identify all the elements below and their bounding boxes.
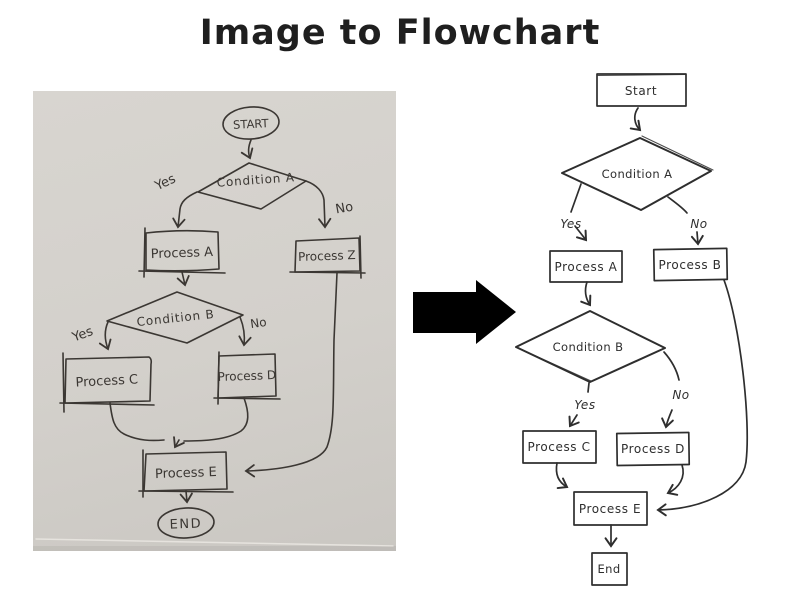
photo-end-label: END	[169, 516, 202, 532]
photo-edge-yes-to-process-a	[172, 191, 198, 229]
page-title: Image to Flowchart	[199, 13, 601, 53]
chart-process-d-label: Process D	[621, 442, 685, 456]
chart-edge-yes-stub-2	[587, 382, 590, 393]
chart-process-c-label: Process C	[527, 440, 590, 454]
hand-drawn-flowchart: START Condition A Yes No Process A Proce…	[33, 106, 396, 551]
chart-end-node	[591, 552, 628, 586]
chart-edge-yes-arrow-2	[568, 414, 580, 428]
source-photo: START Condition A Yes No Process A Proce…	[33, 91, 396, 551]
photo-edge-start-to-condition-a	[240, 139, 254, 160]
photo-condition-a-label: Condition A	[216, 170, 295, 189]
chart-process-b-label: Process B	[659, 258, 722, 272]
photo-process-c-sketch-stroke	[59, 402, 155, 406]
photo-yes-label-2: Yes	[69, 324, 95, 346]
chart-process-b-node	[652, 247, 729, 282]
photo-start-node	[222, 106, 280, 140]
chart-process-d-node	[615, 431, 691, 467]
paper-edge	[35, 538, 394, 547]
photo-process-a-label: Process A	[150, 245, 213, 262]
photo-process-z-label: Process Z	[298, 248, 356, 264]
photo-edge-process-a-to-condition-b	[176, 271, 190, 287]
chart-process-c-node	[522, 430, 597, 464]
photo-start-label: START	[233, 116, 270, 132]
photo-process-e-label: Process E	[155, 465, 217, 482]
photo-process-d-sketch-stroke	[217, 351, 220, 405]
photo-no-label-2: No	[249, 315, 267, 331]
photo-edge-process-e-to-end	[179, 490, 193, 504]
photo-edge-yes-to-process-c	[98, 321, 112, 351]
transform-arrow-icon	[413, 280, 516, 344]
photo-process-z-node	[294, 237, 361, 273]
photo-process-a-node	[145, 229, 220, 272]
chart-condition-a-sketch-stroke	[641, 135, 714, 171]
chart-condition-b-label: Condition B	[553, 340, 624, 354]
paper-shadow	[33, 546, 396, 551]
chart-condition-a-label: Condition A	[602, 167, 673, 181]
photo-process-e-node	[143, 451, 228, 492]
photo-edge-process-c-to-process-e	[109, 402, 165, 442]
chart-start-node	[596, 73, 687, 107]
chart-edge-yes-line-1	[570, 183, 582, 213]
photo-process-a-sketch-stroke	[143, 227, 146, 278]
photo-process-d-sketch-stroke	[213, 397, 281, 400]
photo-condition-b-label: Condition B	[136, 307, 215, 329]
photo-no-label-1: No	[334, 200, 354, 218]
photo-process-z-sketch-stroke	[289, 271, 366, 274]
arrow-shape	[413, 280, 516, 344]
chart-edge-process-c-to-process-e	[555, 462, 569, 490]
chart-edge-process-a-to-condition-b	[580, 281, 592, 307]
chart-edge-no-line-2	[663, 351, 680, 381]
chart-condition-b-sketch-stroke	[517, 347, 592, 382]
chart-end-label: End	[597, 562, 620, 576]
chart-edge-yes-arrow-1	[574, 225, 588, 242]
photo-merge-arrow	[173, 436, 185, 449]
chart-edge-no-line-1	[667, 196, 688, 214]
chart-edge-no-arrow-1	[690, 231, 704, 246]
chart-process-a-label: Process A	[555, 260, 618, 274]
photo-process-c-sketch-stroke	[62, 352, 65, 413]
photo-process-z-sketch-stroke	[359, 235, 362, 279]
chart-process-e-label: Process E	[579, 502, 641, 516]
chart-start-label: Start	[625, 84, 657, 98]
chart-process-e-node	[573, 491, 648, 526]
photo-edge-process-z-to-process-e	[244, 272, 338, 478]
chart-process-a-node	[549, 250, 623, 283]
photo-edge-process-d-to-process-e	[183, 397, 249, 442]
photo-process-c-label: Process C	[75, 372, 138, 390]
photo-edge-no-to-process-d	[238, 316, 252, 347]
photo-condition-a-node	[197, 162, 307, 210]
chart-yes-label-1: Yes	[560, 217, 581, 231]
chart-yes-label-2: Yes	[574, 398, 595, 412]
photo-edge-no-to-process-z	[305, 180, 332, 229]
chart-start-sketch-stroke	[597, 73, 687, 77]
photo-process-c-node	[64, 356, 153, 404]
chart-edge-process-d-to-process-e	[666, 464, 684, 496]
chart-edge-process-b-to-process-e	[656, 279, 749, 517]
chart-edge-start-to-condition-a	[629, 107, 642, 132]
photo-process-d-label: Process D	[217, 368, 276, 384]
photo-condition-b-node	[106, 291, 244, 344]
chart-no-label-2: No	[672, 388, 689, 402]
photo-end-node	[157, 507, 215, 539]
photo-yes-label-1: Yes	[152, 172, 178, 195]
chart-edge-no-arrow-2	[661, 409, 674, 429]
generated-flowchart: Start Condition A Yes No Process A Proce…	[515, 73, 749, 586]
chart-no-label-1: No	[690, 217, 707, 231]
chart-condition-a-node	[561, 137, 712, 211]
